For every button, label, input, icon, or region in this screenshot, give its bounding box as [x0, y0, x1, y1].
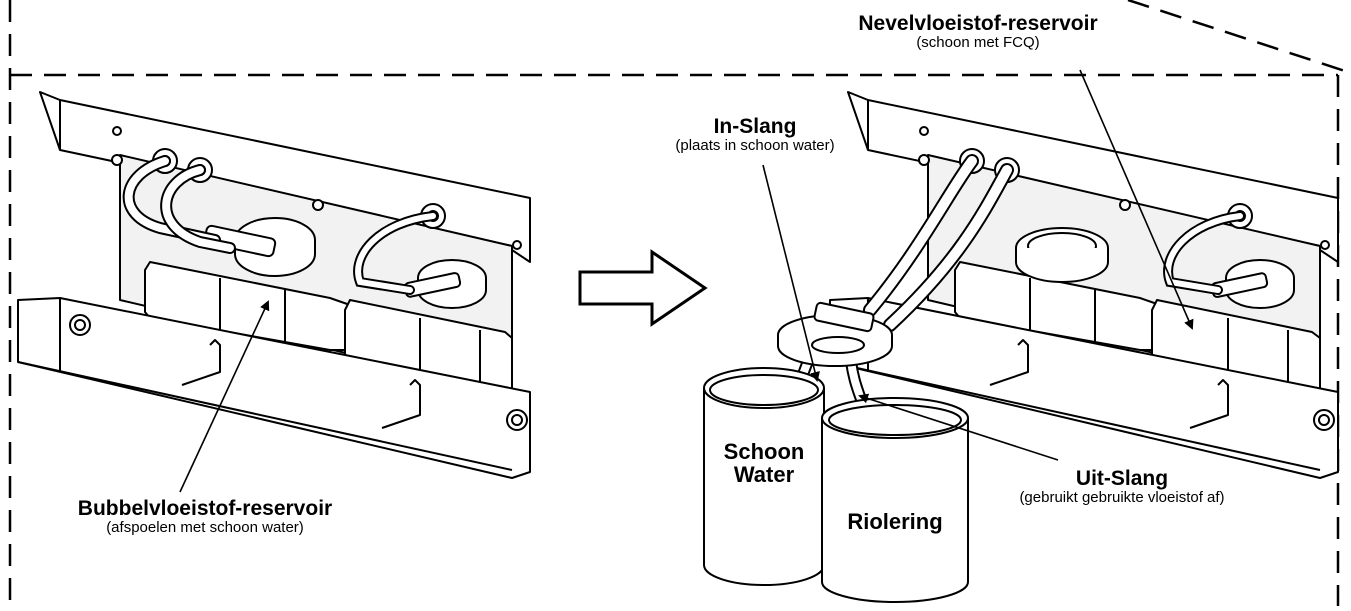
label-schoon-water: Schoon Water: [704, 440, 824, 486]
dashed-frame: [8, 0, 1349, 606]
uit-slang-title: Uit-Slang: [1075, 467, 1169, 490]
riolering-text: Riolering: [847, 509, 943, 534]
schoon-water-line1: Schoon: [723, 439, 805, 464]
removed-cap: [777, 301, 893, 367]
nevel-reservoir-sub: (schoon met FCQ): [916, 34, 1040, 52]
direction-arrow-icon: [578, 249, 708, 327]
schoon-water-line2: Water: [733, 462, 795, 488]
uit-slang-sub: (gebruikt gebruikte vloeistof af): [1019, 489, 1225, 507]
label-bubbel-reservoir: Bubbelvloeistof-reservoir (afspoelen met…: [40, 497, 370, 537]
label-nevel-reservoir: Nevelvloeistof-reservoir (schoon met FCQ…: [818, 12, 1138, 52]
label-riolering: Riolering: [822, 510, 968, 533]
bubbel-reservoir-title: Bubbelvloeistof-reservoir: [77, 497, 333, 520]
in-slang-sub: (plaats in schoon water): [675, 137, 835, 155]
label-in-slang: In-Slang (plaats in schoon water): [630, 115, 880, 155]
drain-bucket: [821, 397, 969, 603]
label-uit-slang: Uit-Slang (gebruikt gebruikte vloeistof …: [972, 467, 1272, 507]
left-machine-illustration: [17, 91, 531, 479]
leader-lines: [179, 69, 1194, 493]
nevel-reservoir-title: Nevelvloeistof-reservoir: [858, 12, 1098, 35]
clean-water-bucket: [703, 367, 825, 586]
in-slang-title: In-Slang: [713, 115, 797, 138]
left-hoses: [122, 155, 438, 295]
bubbel-reservoir-sub: (afspoelen met schoon water): [106, 519, 304, 537]
